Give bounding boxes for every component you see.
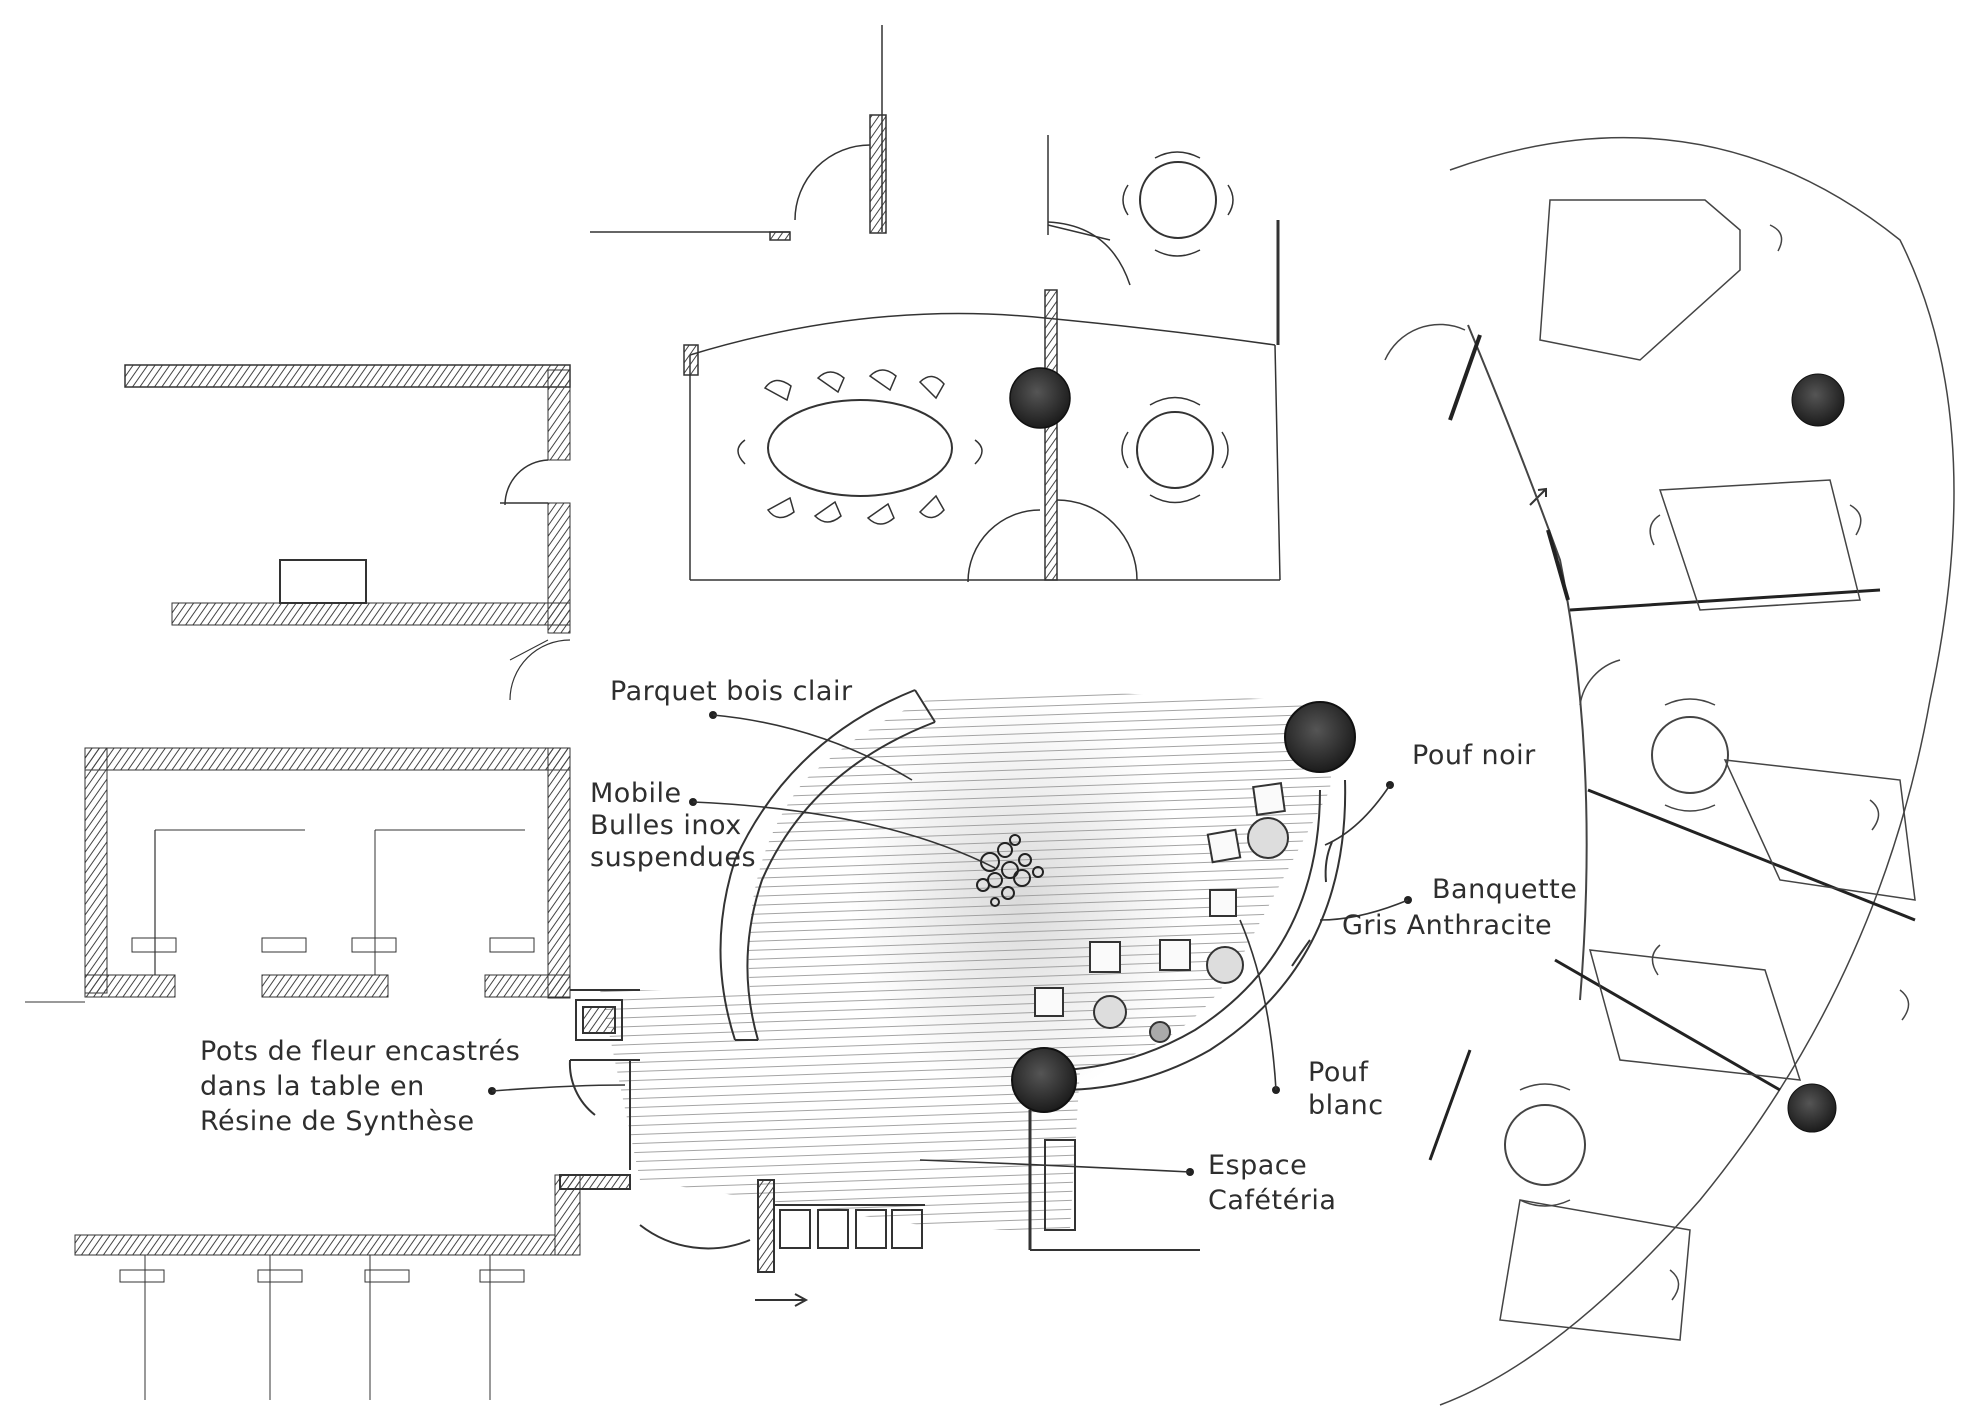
- label-parquet: Parquet bois clair: [610, 676, 853, 707]
- office-bottom-left: [74, 1174, 581, 1400]
- label-pots-line2: dans la table en: [200, 1071, 425, 1102]
- label-pots-line1: Pots de fleur encastrés: [200, 1036, 521, 1067]
- label-pouf-blanc-line1: Pouf: [1308, 1057, 1369, 1088]
- right-offices: [1384, 136, 1955, 1406]
- label-mobile-line1: Mobile: [590, 778, 682, 809]
- top-entrance: [590, 25, 1280, 345]
- pouf-noir-top: [1009, 367, 1071, 429]
- arrow-bottom: [755, 1293, 809, 1307]
- label-banquette-line1: Banquette: [1432, 874, 1578, 905]
- label-espace-line1: Espace: [1208, 1150, 1308, 1181]
- banquette-left-arc: [719, 689, 936, 1041]
- office-top-left: [124, 364, 571, 634]
- pouf-noir-bottom: [1011, 1047, 1077, 1113]
- cafeteria-counter: [559, 1110, 1200, 1273]
- label-banquette-line2: Gris Anthracite: [1342, 910, 1553, 941]
- label-pouf-blanc-line2: blanc: [1308, 1090, 1384, 1121]
- conference-chairs: [737, 369, 983, 525]
- label-espace-line2: Cafétéria: [1208, 1185, 1337, 1216]
- label-mobile-line3: suspendues: [590, 842, 757, 873]
- label-pouf-noir: Pouf noir: [1412, 740, 1536, 771]
- label-mobile-line2: Bulles inox: [590, 810, 742, 841]
- office-middle-left: [25, 639, 571, 1003]
- mobile-bulles-inox: [976, 834, 1044, 907]
- meeting-rooms-top: [683, 289, 1281, 583]
- pouf-noir-far-right: [1791, 373, 1845, 427]
- pouf-blanc-group: [1034, 782, 1289, 1043]
- label-pots-line3: Résine de Synthèse: [200, 1106, 475, 1137]
- annotation-leaders: [488, 711, 1412, 1176]
- banquette-gris-anthracite: [1059, 779, 1347, 1091]
- pouf-noir: [1284, 701, 1356, 773]
- pots-de-fleur-table: [568, 989, 640, 1170]
- pouf-noir-right: [1787, 1083, 1837, 1133]
